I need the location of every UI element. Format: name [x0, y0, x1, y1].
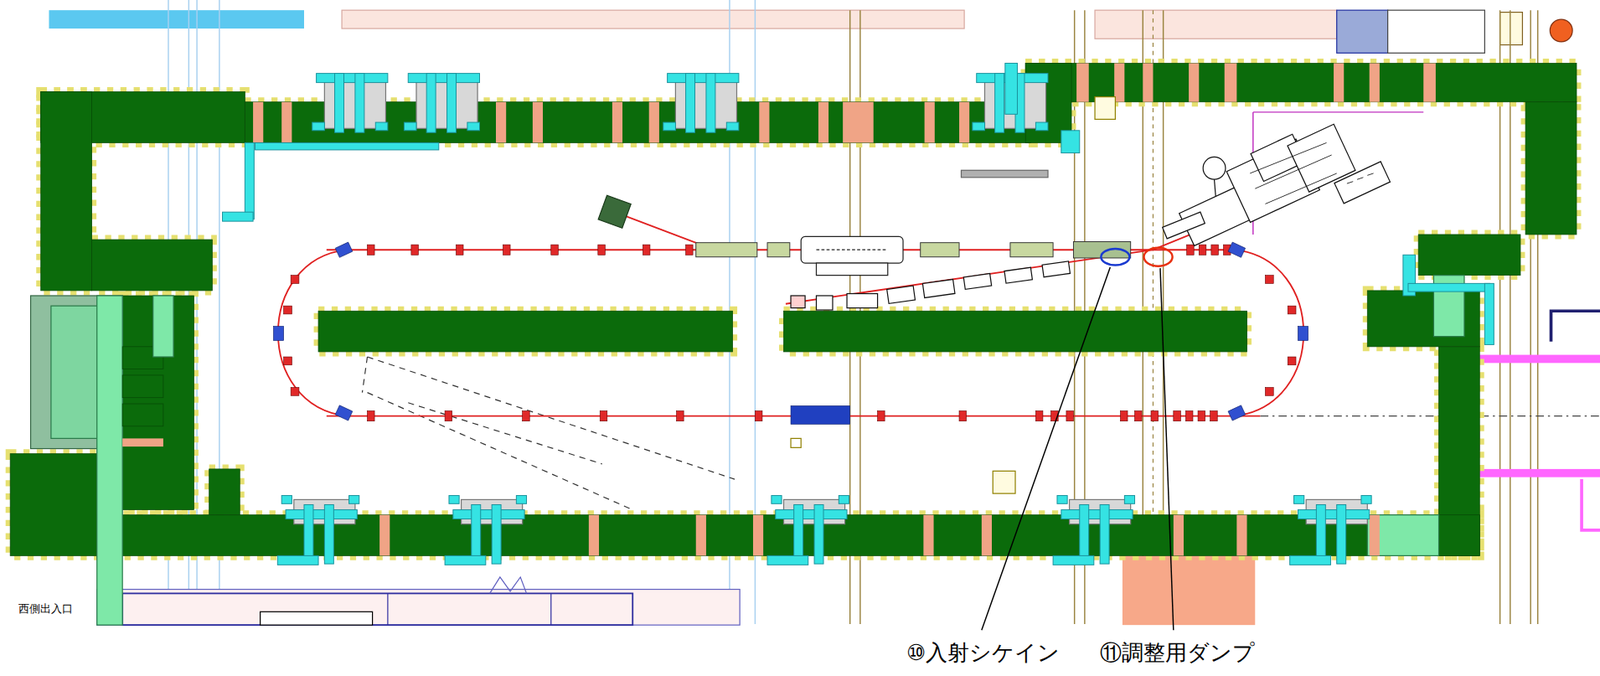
callout-label: ⑪調整用ダンプ: [1098, 640, 1257, 666]
entrance-label: 西側出入口: [16, 602, 75, 616]
callout-label: ⑩入射シケイン: [904, 640, 1062, 666]
